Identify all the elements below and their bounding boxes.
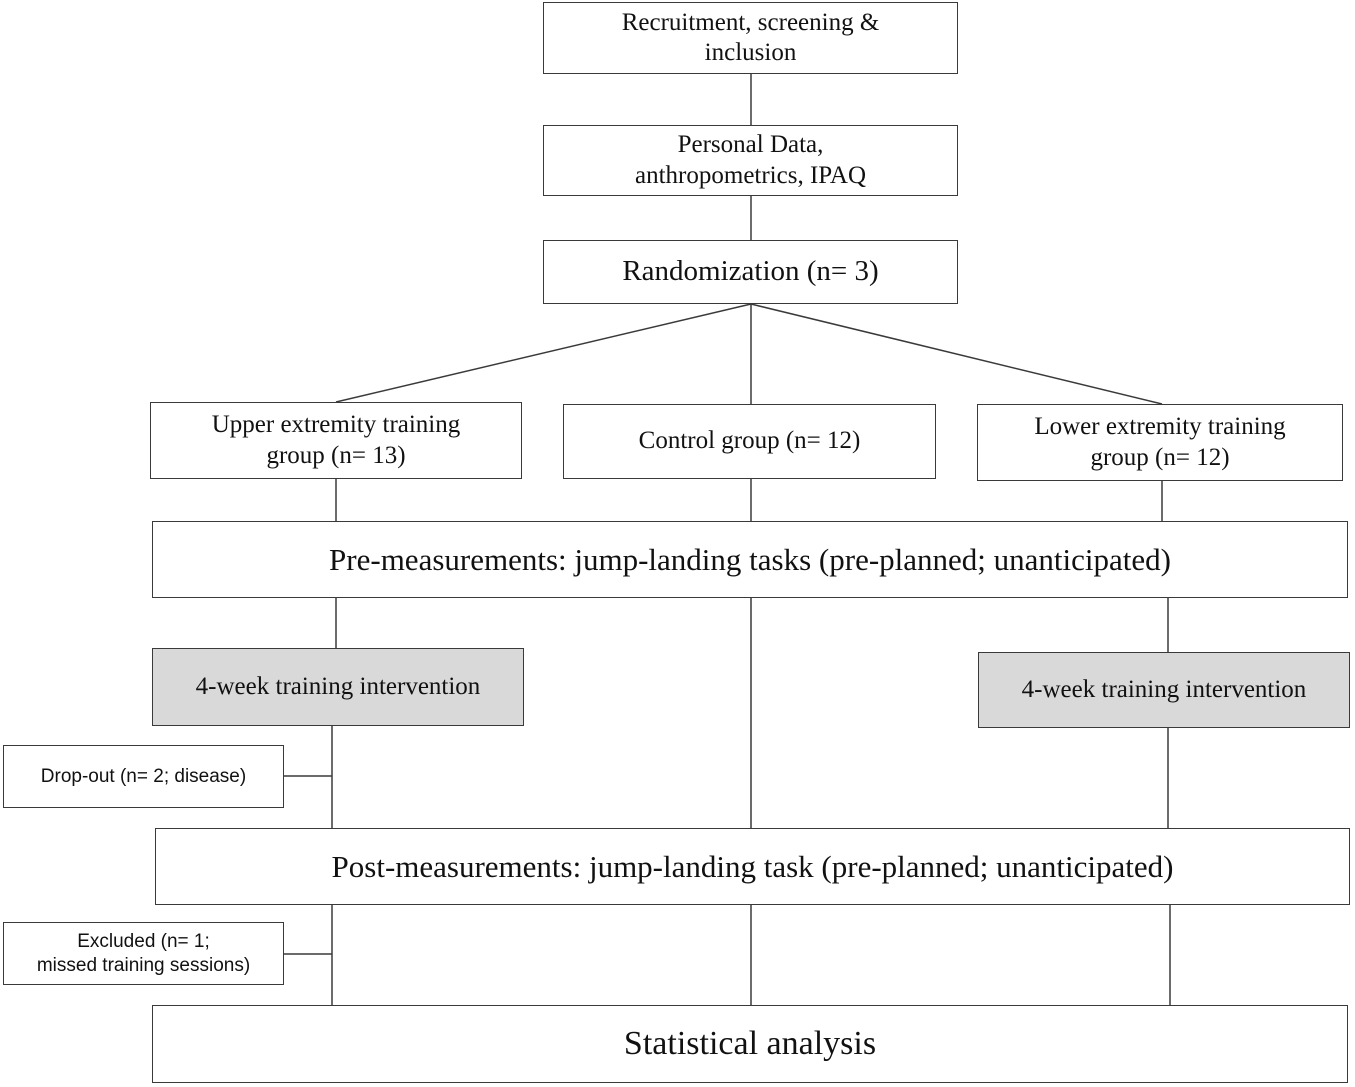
excluded-box: Excluded (n= 1; missed training sessions… xyxy=(3,922,284,985)
pre-measurements-label: Pre-measurements: jump-landing tasks (pr… xyxy=(329,541,1171,577)
recruitment-box: Recruitment, screening & inclusion xyxy=(543,2,958,74)
connector-randomization-lower xyxy=(750,303,1163,405)
lower-group-box: Lower extremity training group (n= 12) xyxy=(977,404,1343,481)
upper-group-line-1: Upper extremity training xyxy=(211,411,461,438)
personal-data-box: Personal Data, anthropometrics, IPAQ xyxy=(543,125,958,196)
personal-data-line-2: anthropometrics, IPAQ xyxy=(635,161,866,189)
upper-group-line-2: group (n= 13) xyxy=(266,441,406,469)
post-measurements-box: Post-measurements: jump-landing task (pr… xyxy=(155,828,1350,905)
excluded-line-2: missed training sessions) xyxy=(36,954,251,976)
lower-training-intervention-label: 4-week training intervention xyxy=(1021,675,1307,703)
lower-training-intervention-box: 4-week training intervention xyxy=(978,652,1350,728)
dropout-label: Drop-out (n= 2; disease) xyxy=(40,765,247,787)
statistical-analysis-label: Statistical analysis xyxy=(623,1025,877,1063)
personal-data-line-1: Personal Data, xyxy=(677,131,824,158)
upper-group-box: Upper extremity training group (n= 13) xyxy=(150,402,522,479)
upper-training-intervention-box: 4-week training intervention xyxy=(152,648,524,726)
excluded-line-1: Excluded (n= 1; xyxy=(77,931,210,953)
upper-training-intervention-label: 4-week training intervention xyxy=(195,672,481,700)
control-group-box: Control group (n= 12) xyxy=(563,404,936,479)
pre-measurements-box: Pre-measurements: jump-landing tasks (pr… xyxy=(152,521,1348,598)
lower-group-line-1: Lower extremity training xyxy=(1034,413,1286,440)
connector-randomization-upper xyxy=(335,303,752,403)
randomization-label: Randomization (n= 3) xyxy=(622,255,879,288)
recruitment-line-1: Recruitment, screening & xyxy=(621,8,880,36)
control-group-label: Control group (n= 12) xyxy=(638,427,861,455)
dropout-box: Drop-out (n= 2; disease) xyxy=(3,745,284,808)
randomization-box: Randomization (n= 3) xyxy=(543,240,958,304)
lower-group-line-2: group (n= 12) xyxy=(1090,443,1230,471)
statistical-analysis-box: Statistical analysis xyxy=(152,1005,1348,1083)
post-measurements-label: Post-measurements: jump-landing task (pr… xyxy=(331,848,1174,884)
recruitment-line-2: inclusion xyxy=(704,39,797,66)
